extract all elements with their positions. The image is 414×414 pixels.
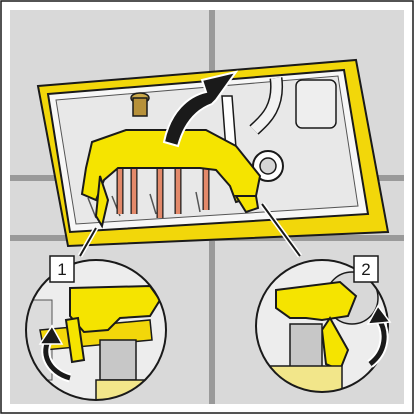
callout-2-line bbox=[261, 203, 301, 257]
detail-1-latch bbox=[99, 339, 137, 381]
rotate-arrow-2-head bbox=[366, 304, 392, 325]
removal-arrow-icon bbox=[162, 70, 239, 148]
float-housing bbox=[295, 79, 337, 129]
flush-valve-center bbox=[259, 157, 277, 175]
step-2-badge bbox=[353, 255, 379, 283]
clip-left-leg bbox=[94, 175, 110, 229]
detail-step-1: 1 bbox=[25, 255, 167, 401]
frame-ribs bbox=[87, 191, 201, 219]
callout-1-line bbox=[79, 227, 97, 257]
step-2-number: 2 bbox=[361, 260, 370, 279]
detail-2-clip bbox=[275, 280, 358, 322]
callout-lines bbox=[77, 202, 303, 258]
detail-2-latch bbox=[289, 323, 323, 369]
rotate-arrow-icon bbox=[366, 304, 392, 368]
step-1-badge bbox=[49, 255, 75, 283]
detail-step-2: 2 bbox=[255, 255, 392, 393]
detail-1-circle bbox=[25, 259, 167, 401]
cistern-components bbox=[87, 77, 337, 219]
step-1-number: 1 bbox=[57, 260, 66, 279]
detail-1-clip-leg bbox=[64, 316, 86, 364]
detail-2-circle bbox=[255, 259, 389, 393]
clip-right-leg bbox=[234, 195, 260, 214]
brass-valve-body bbox=[132, 97, 148, 117]
rotate-arrow-icon bbox=[38, 324, 72, 383]
clip-body bbox=[80, 129, 262, 204]
flush-hose bbox=[250, 77, 282, 134]
removal-arrow-shape bbox=[162, 70, 239, 148]
rotate-arrow-1-head bbox=[38, 324, 64, 345]
yellow-clip bbox=[80, 129, 262, 229]
